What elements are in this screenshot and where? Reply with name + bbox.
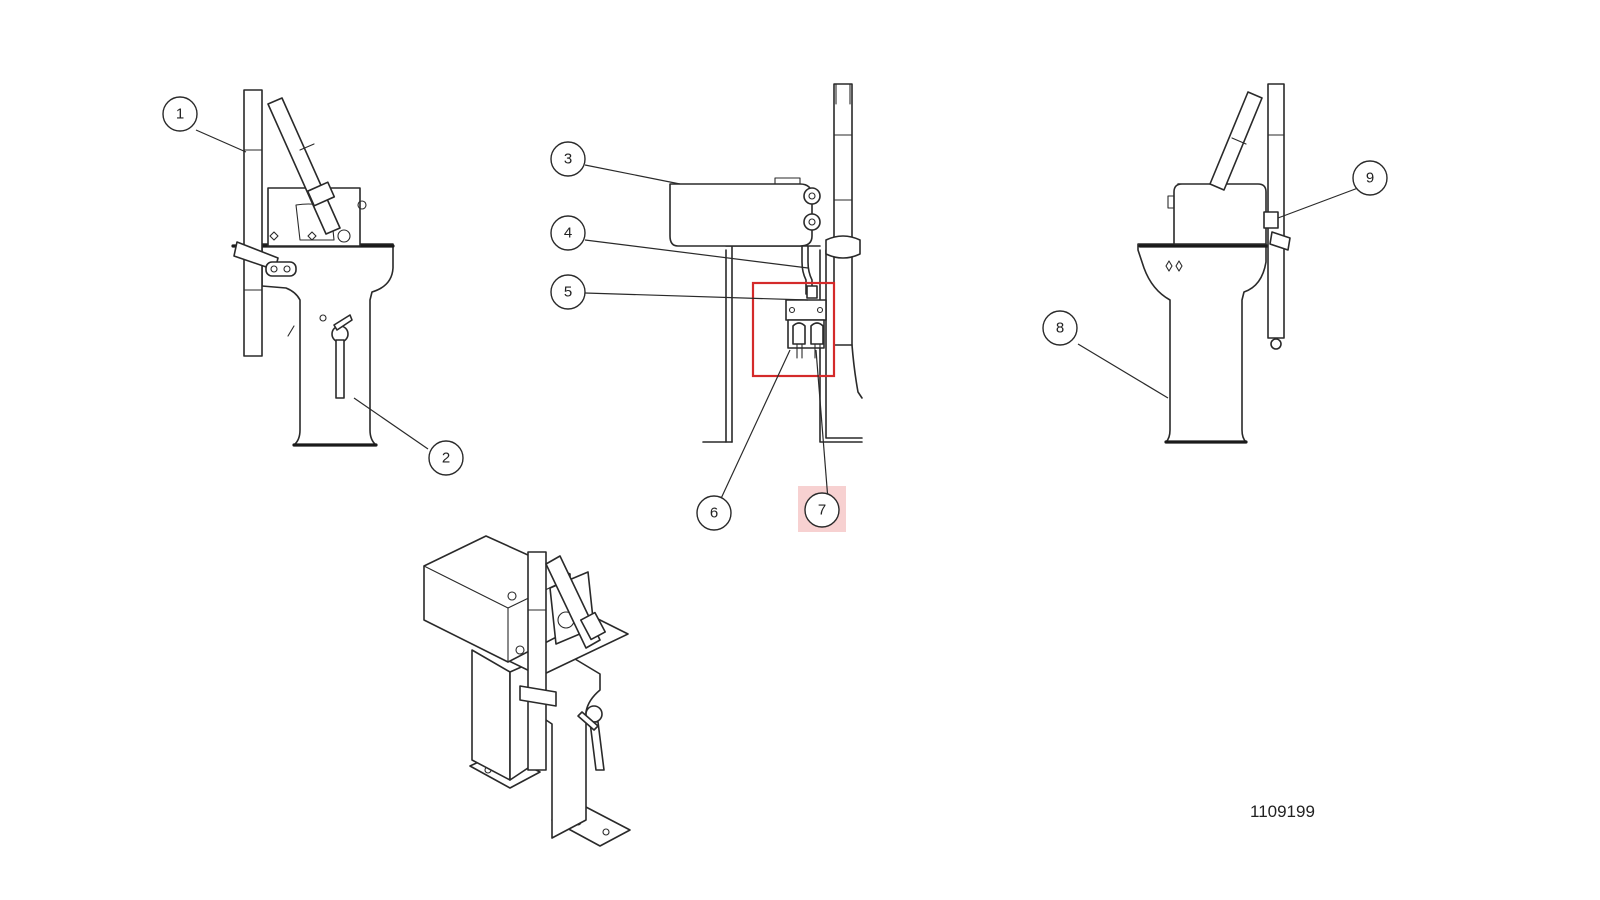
callout-label: 1 — [176, 106, 184, 123]
view-left-side — [231, 89, 395, 447]
drawing-number: 1109199 — [1250, 802, 1315, 821]
callout-label: 5 — [564, 284, 572, 301]
view-center-front — [669, 83, 863, 443]
callout-8[interactable]: 8 — [1042, 310, 1078, 346]
callout-4[interactable]: 4 — [550, 215, 586, 251]
callout-label: 4 — [564, 225, 572, 242]
callout-circle — [428, 440, 464, 476]
callout-1[interactable]: 1 — [162, 96, 198, 132]
leader-lines — [195, 129, 1359, 506]
callout-circle — [1352, 160, 1388, 196]
callout-circle — [1042, 310, 1078, 346]
callout-label: 8 — [1056, 320, 1064, 337]
callout-3[interactable]: 3 — [550, 141, 586, 177]
callout-label: 3 — [564, 151, 572, 168]
callout-circle — [550, 141, 586, 177]
callout-7[interactable]: 7 — [804, 492, 840, 528]
callout-circle — [162, 96, 198, 132]
callout-9[interactable]: 9 — [1352, 160, 1388, 196]
callout-circle — [696, 495, 732, 531]
callout-circle — [550, 215, 586, 251]
callout-circle — [550, 274, 586, 310]
callout-label: 2 — [442, 450, 450, 467]
callout-label: 9 — [1366, 170, 1374, 187]
callout-label: 6 — [710, 505, 718, 522]
callout-5[interactable]: 5 — [550, 274, 586, 310]
callout-2[interactable]: 2 — [428, 440, 464, 476]
callout-label: 7 — [818, 502, 826, 519]
callout-circle — [804, 492, 840, 528]
highlight-box — [751, 281, 836, 378]
view-isometric — [423, 535, 631, 847]
callout-6[interactable]: 6 — [696, 495, 732, 531]
view-right-side — [1137, 83, 1291, 444]
